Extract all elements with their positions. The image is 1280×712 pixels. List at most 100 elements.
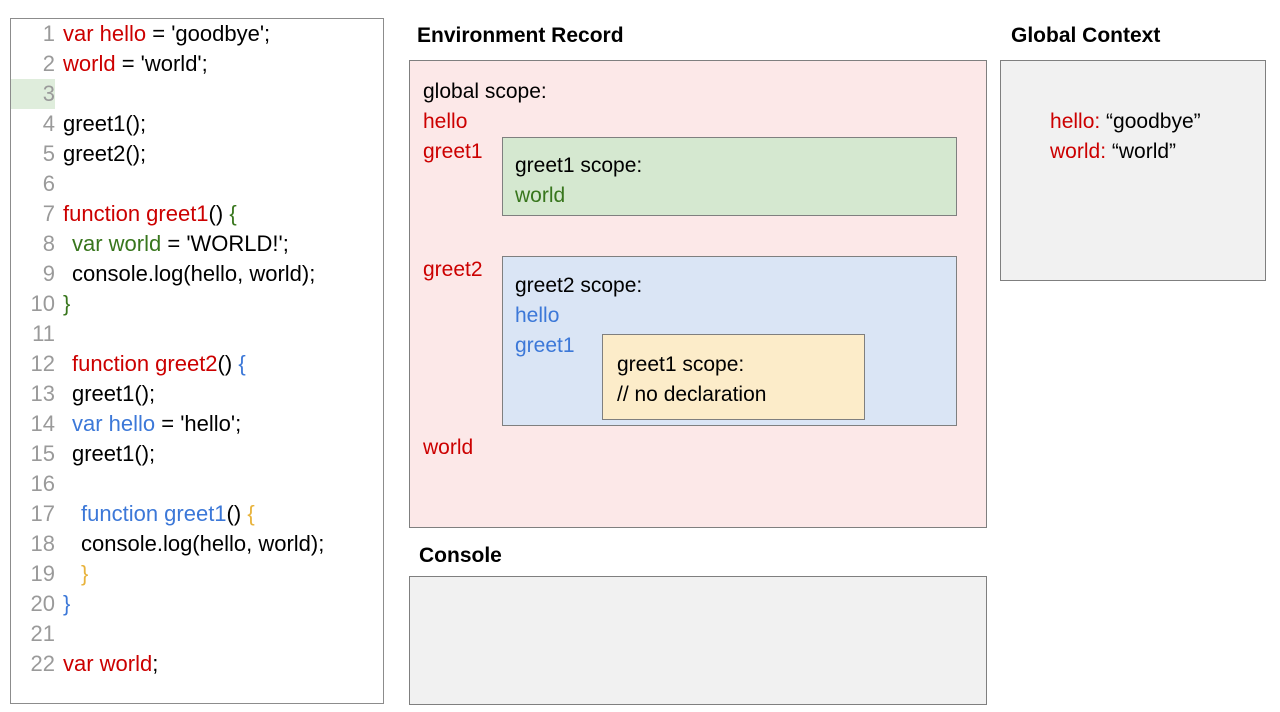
code-line-text: var world = 'WORLD!'; xyxy=(55,229,289,259)
code-line[interactable]: 18 console.log(hello, world); xyxy=(11,529,383,559)
code-token: function greet2 xyxy=(72,351,218,376)
code-line[interactable]: 3 xyxy=(11,79,383,109)
env-binding-world: world xyxy=(423,436,474,459)
console-title: Console xyxy=(419,544,502,567)
line-number: 2 xyxy=(42,51,55,76)
code-token: = 'WORLD!'; xyxy=(161,231,289,256)
environment-record-box: global scope: hello greet1 greet2 world … xyxy=(409,60,987,528)
line-number: 4 xyxy=(42,111,55,136)
code-token: { xyxy=(247,501,255,526)
env-binding-greet1: greet1 xyxy=(423,140,483,163)
code-line-text: function greet1() { xyxy=(55,199,237,229)
code-line[interactable]: 6 xyxy=(11,169,383,199)
greet2-scope-box: greet2 scope: hello greet1 greet1 scope:… xyxy=(502,256,957,426)
line-number: 19 xyxy=(30,561,55,586)
code-token: console.log(hello, world); xyxy=(72,261,316,286)
code-line-text: var hello = 'hello'; xyxy=(55,409,241,439)
code-token: } xyxy=(63,591,71,616)
line-number: 14 xyxy=(30,411,55,436)
code-token: var world xyxy=(63,651,153,676)
code-line-text: greet1(); xyxy=(55,379,155,409)
code-line-text: function greet2() { xyxy=(55,349,246,379)
code-token: = 'hello'; xyxy=(155,411,242,436)
code-line[interactable]: 16 xyxy=(11,469,383,499)
greet2-scope-title: greet2 scope: xyxy=(515,274,643,297)
line-number: 13 xyxy=(30,381,55,406)
line-number: 17 xyxy=(30,501,55,526)
code-token: world xyxy=(63,51,116,76)
code-token: console.log(hello, world); xyxy=(81,531,325,556)
code-token: { xyxy=(238,351,246,376)
console-output-box[interactable] xyxy=(409,576,987,705)
line-number: 20 xyxy=(30,591,55,616)
code-line[interactable]: 19} xyxy=(11,559,383,589)
code-token: var world xyxy=(72,231,162,256)
line-number: 6 xyxy=(42,171,55,196)
global-scope-label: global scope: xyxy=(423,80,547,103)
code-token: greet1(); xyxy=(63,111,147,136)
global-context-entry: hello: “goodbye” xyxy=(1015,77,1201,167)
code-token: } xyxy=(63,291,71,316)
code-token: function greet1 xyxy=(63,201,209,226)
line-number: 9 xyxy=(42,261,55,286)
line-number: 7 xyxy=(42,201,55,226)
code-line[interactable]: 4 greet1(); xyxy=(11,109,383,139)
global-context-value: “goodbye” xyxy=(1100,110,1201,133)
line-number: 15 xyxy=(30,441,55,466)
line-number: 18 xyxy=(30,531,55,556)
code-line-text: } xyxy=(55,559,88,589)
code-token: var hello xyxy=(72,411,156,436)
code-token: = 'world'; xyxy=(115,51,208,76)
code-line-text: var hello = 'goodbye'; xyxy=(55,19,270,49)
inner-greet1-scope-note: // no declaration xyxy=(617,383,767,406)
code-line-text: console.log(hello, world); xyxy=(55,259,315,289)
greet2-scope-binding-hello: hello xyxy=(515,304,560,327)
code-line[interactable]: 21 xyxy=(11,619,383,649)
global-context-title: Global Context xyxy=(1011,24,1161,47)
code-line[interactable]: 15 greet1(); xyxy=(11,439,383,469)
code-token: function greet1 xyxy=(81,501,227,526)
code-token: () xyxy=(217,351,239,376)
code-line-text: var world; xyxy=(55,649,158,679)
inner-greet1-scope-title: greet1 scope: xyxy=(617,353,745,376)
line-number: 1 xyxy=(42,21,55,46)
code-token: = 'goodbye'; xyxy=(146,21,271,46)
code-line-text: function greet1() { xyxy=(55,499,255,529)
code-token: { xyxy=(229,201,237,226)
line-number: 21 xyxy=(30,621,55,646)
code-line-text: world = 'world'; xyxy=(55,49,208,79)
code-line[interactable]: 9 console.log(hello, world); xyxy=(11,259,383,289)
line-number: 16 xyxy=(30,471,55,496)
global-context-value: “world” xyxy=(1106,140,1177,163)
code-token: greet1(); xyxy=(72,441,156,466)
greet1-scope-box: greet1 scope: world xyxy=(502,137,957,216)
code-line[interactable]: 11 xyxy=(11,319,383,349)
code-line[interactable]: 20} xyxy=(11,589,383,619)
greet1-scope-title: greet1 scope: xyxy=(515,154,643,177)
code-token: var hello xyxy=(63,21,147,46)
line-number: 12 xyxy=(30,351,55,376)
code-line[interactable]: 10} xyxy=(11,289,383,319)
line-number: 10 xyxy=(30,291,55,316)
inner-greet1-scope-box: greet1 scope: // no declaration xyxy=(602,334,865,420)
global-context-box: hello: “goodbye” world: “world” xyxy=(1000,60,1266,281)
code-token: ; xyxy=(152,651,159,676)
code-line-text: greet1(); xyxy=(55,109,146,139)
global-context-entry: world: “world” xyxy=(1015,107,1176,197)
line-number: 3 xyxy=(11,79,55,109)
greet2-scope-binding-greet1: greet1 xyxy=(515,334,575,357)
code-line-text: } xyxy=(55,289,70,319)
